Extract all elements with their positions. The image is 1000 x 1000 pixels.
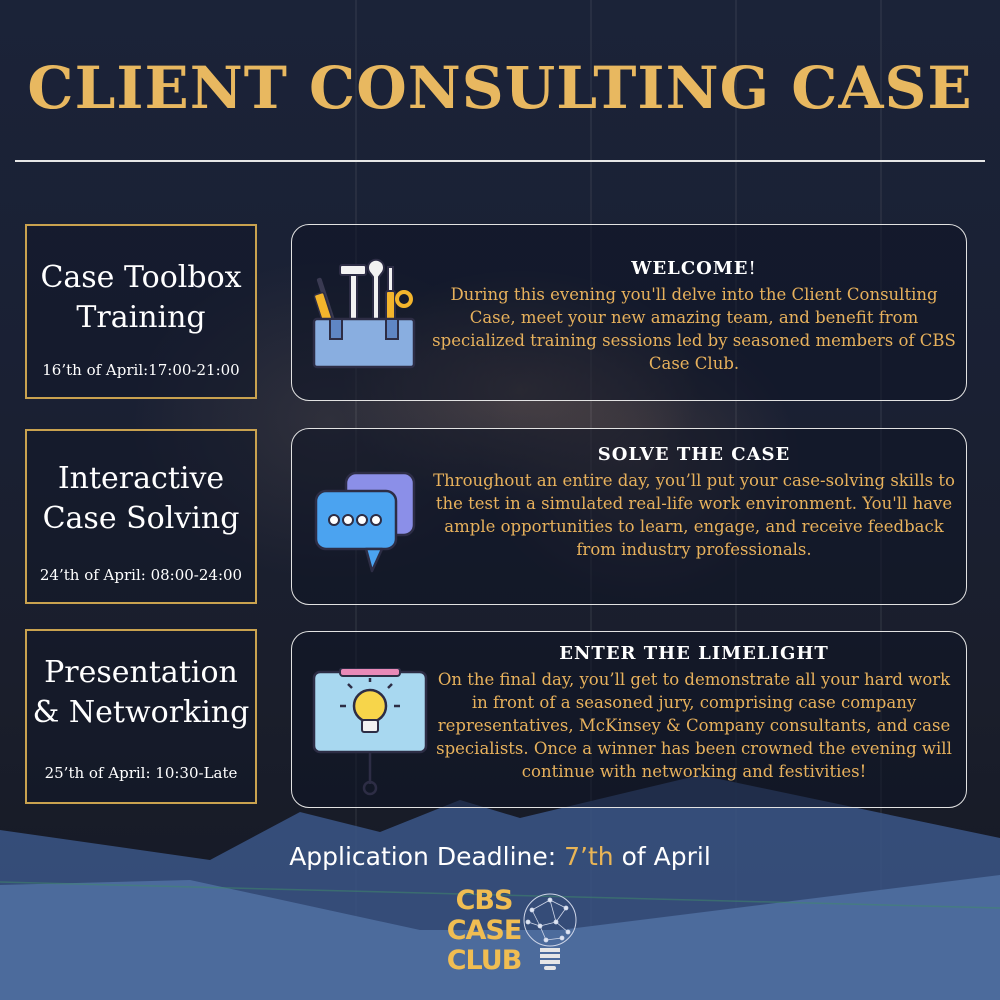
event-title-line1: Case Toolbox: [40, 260, 242, 295]
card-heading-text: ENTER THE LIMELIGHT: [559, 643, 829, 664]
event-card-welcome: WELCOME! During this evening you'll delv…: [291, 224, 967, 401]
deadline-date-highlight: 7’th: [564, 842, 614, 871]
card-heading-text: WELCOME: [631, 258, 749, 279]
event-title-line2: & Networking: [32, 695, 250, 730]
event-date: 24’th of April: 08:00-24:00: [39, 566, 243, 584]
logo-line1: CBS: [455, 885, 514, 916]
application-deadline: Application Deadline: 7’th of April: [0, 842, 1000, 871]
event-label-box-1: Case Toolbox Training 16’th of April:17:…: [25, 224, 257, 399]
card-body: Throughout an entire day, you’ll put you…: [433, 471, 955, 559]
title-divider: [15, 160, 985, 162]
event-title-line2: Training: [76, 300, 206, 335]
event-date: 25’th of April: 10:30-Late: [44, 764, 238, 782]
event-date: 16’th of April:17:00-21:00: [42, 361, 240, 379]
brain-lightbulb-icon: [522, 886, 582, 982]
event-label-box-2: Interactive Case Solving 24’th of April:…: [25, 429, 257, 604]
presentation-lightbulb-icon: [310, 667, 430, 802]
event-title-line2: Case Solving: [42, 501, 240, 536]
event-title-line1: Interactive: [57, 461, 225, 496]
card-body: During this evening you'll delve into th…: [432, 285, 956, 373]
card-body: On the final day, you’ll get to demonstr…: [436, 670, 952, 781]
card-heading-text: SOLVE THE CASE: [597, 444, 791, 465]
event-title-line1: Presentation: [44, 655, 238, 690]
logo-line2: CASE: [446, 915, 523, 946]
event-card-solve: SOLVE THE CASE Throughout an entire day,…: [291, 428, 967, 605]
logo-line3: CLUB: [446, 945, 523, 976]
toolbox-icon: [310, 255, 420, 377]
page-title: CLIENT CONSULTING CASE: [27, 54, 973, 122]
card-heading: SOLVE THE CASE: [432, 444, 956, 465]
chat-bubbles-icon: [310, 465, 420, 581]
deadline-label: Application Deadline:: [289, 842, 557, 871]
deadline-date-rest: of April: [621, 842, 711, 871]
card-heading: ENTER THE LIMELIGHT: [432, 643, 956, 664]
card-heading: WELCOME!: [432, 258, 956, 279]
card-heading-suffix: !: [748, 258, 757, 279]
event-label-box-3: Presentation & Networking 25’th of April…: [25, 629, 257, 804]
cbs-case-club-logo: CBS CASE CLUB: [444, 886, 584, 986]
event-card-limelight: ENTER THE LIMELIGHT On the final day, yo…: [291, 631, 967, 808]
